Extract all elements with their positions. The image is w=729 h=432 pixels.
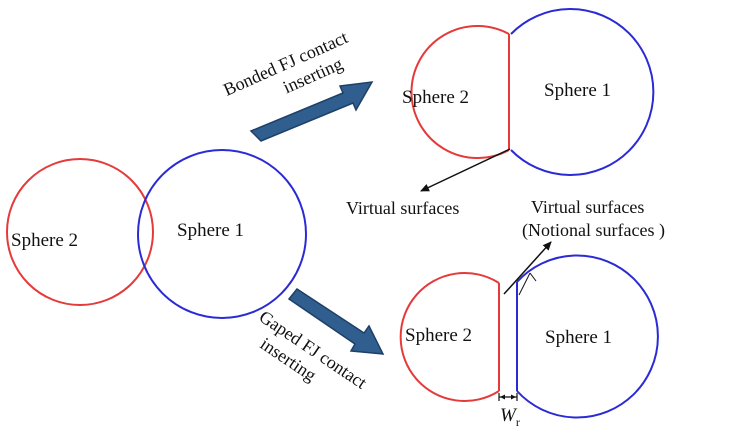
left-sphere-1-circle xyxy=(137,149,307,319)
top-sphere-2-label: Sphere 2 xyxy=(402,87,469,108)
left-sphere-2-label: Sphere 2 xyxy=(11,230,78,251)
gap-width-label: Wr xyxy=(500,405,520,429)
top-virtual-surfaces-pointer xyxy=(420,148,511,192)
bottom-sphere-2-label: Sphere 2 xyxy=(405,325,472,346)
gap-dimension-marker xyxy=(498,393,518,401)
bottom-virtual-surfaces-label: Virtual surfaces xyxy=(531,197,644,217)
bottom-virtual-surfaces-pointer-2 xyxy=(518,272,531,296)
bottom-sphere-2-arc xyxy=(399,272,500,402)
bottom-virtual-surfaces-pointer-3 xyxy=(529,272,537,282)
top-sphere-2-arc xyxy=(410,25,510,159)
bottom-notional-surfaces-label: (Notional surfaces ) xyxy=(522,220,665,241)
bonded-arrow-group: Bonded FJ contact inserting xyxy=(220,27,374,142)
gap-width-symbol: W xyxy=(500,405,518,426)
gaped-block-arrow xyxy=(287,287,385,355)
left-sphere-1-label: Sphere 1 xyxy=(177,220,244,241)
bottom-sphere-1-label: Sphere 1 xyxy=(545,327,612,348)
bonded-result-group: Sphere 2 Sphere 1 Virtual surfaces xyxy=(346,8,655,218)
top-sphere-1-arc xyxy=(510,8,655,176)
gaped-result-group: Sphere 2 Sphere 1 Virtual surfaces (Noti… xyxy=(399,197,665,429)
left-sphere-2-circle xyxy=(6,158,154,306)
top-sphere-1-label: Sphere 1 xyxy=(544,80,611,101)
initial-overlap-group: Sphere 2 Sphere 1 xyxy=(6,149,307,319)
bonded-block-arrow xyxy=(249,81,374,142)
bottom-sphere-1-arc xyxy=(516,254,659,419)
gap-width-subscript: r xyxy=(516,415,520,429)
bottom-virtual-surfaces-pointer xyxy=(503,241,552,295)
top-virtual-surfaces-label: Virtual surfaces xyxy=(346,198,459,218)
